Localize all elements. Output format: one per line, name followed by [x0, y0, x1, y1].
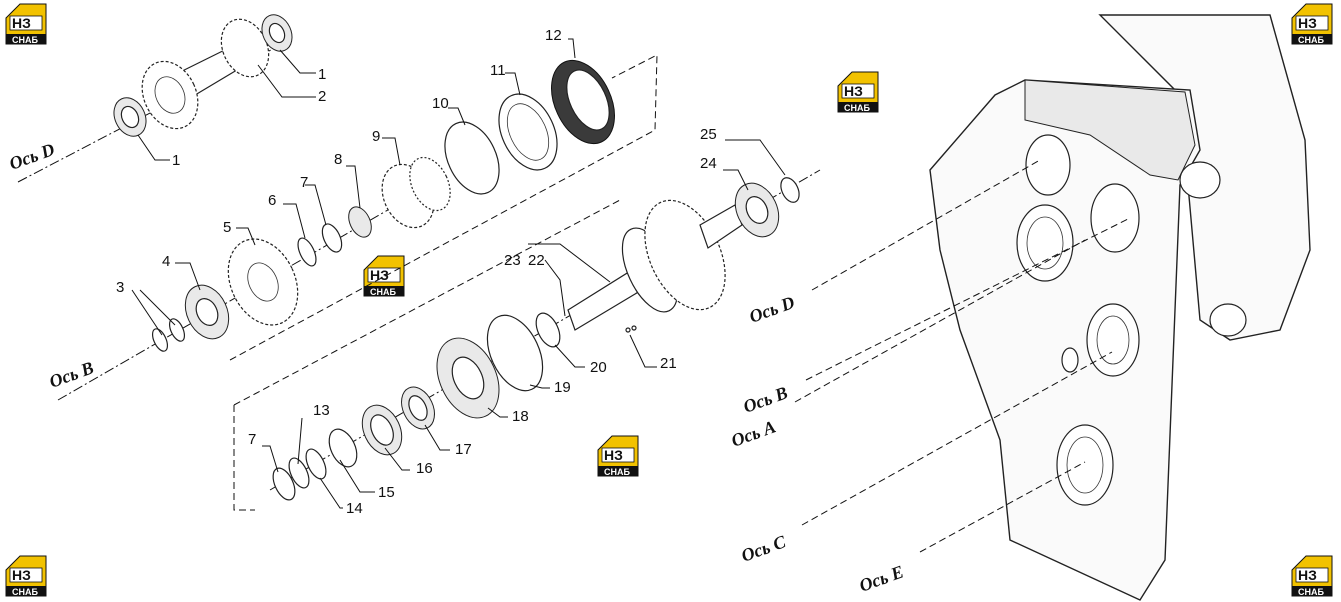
callout-1-top: 1 [318, 66, 326, 83]
callout-13: 13 [313, 402, 330, 419]
logo-sub: СНАБ [604, 467, 630, 477]
callout-4: 4 [162, 253, 170, 270]
callout-23: 23 [504, 252, 521, 269]
axis-e-label-right: Ось E [857, 561, 907, 595]
logo-sub: СНАБ [1298, 587, 1324, 597]
callout-3: 3 [116, 279, 124, 296]
axis-a-label-right: Ось A [729, 416, 779, 450]
callout-7-upper: 7 [300, 174, 308, 191]
callout-25: 25 [700, 126, 717, 143]
callout-18: 18 [512, 408, 529, 425]
logo-bottom-right: НЗ СНАБ [1291, 555, 1333, 597]
logo-mark: НЗ [1298, 567, 1317, 583]
callout-6: 6 [268, 192, 276, 209]
callout-24: 24 [700, 155, 717, 172]
logo-mark: НЗ [370, 267, 389, 283]
axis-b-label-right: Ось B [741, 382, 791, 416]
axis-c-label-right: Ось C [739, 531, 790, 566]
callout-10: 10 [432, 95, 449, 112]
callout-numbers: 1 2 1 3 4 5 6 7 8 9 10 11 12 13 7 14 15 … [116, 27, 717, 517]
logo-top-left: НЗ СНАБ [5, 3, 47, 45]
frame-upper [229, 54, 658, 361]
logo-top-right: НЗ СНАБ [1291, 3, 1333, 45]
callout-19: 19 [554, 379, 571, 396]
logo-mark: НЗ [604, 447, 623, 463]
logo-sub: СНАБ [844, 103, 870, 113]
callout-5: 5 [223, 219, 231, 236]
axis-d-label-left: Ось D [7, 139, 58, 174]
axis-e-line [919, 461, 1086, 553]
axis-b-label-left: Ось B [47, 357, 97, 391]
callout-22: 22 [528, 252, 545, 269]
callout-21: 21 [660, 355, 677, 372]
logo-mid-bottom: НЗ СНАБ [597, 435, 639, 477]
callout-12: 12 [545, 27, 562, 44]
axis-d-assembly [17, 14, 293, 183]
housing-cover [929, 14, 1311, 601]
axis-d-label-right: Ось D [747, 292, 798, 327]
callout-8: 8 [334, 151, 342, 168]
callout-16: 16 [416, 460, 433, 477]
callout-20: 20 [590, 359, 607, 376]
logo-mark: НЗ [12, 15, 31, 31]
logo-mark: НЗ [12, 567, 31, 583]
callout-14: 14 [346, 500, 363, 517]
leader-lines [131, 38, 786, 509]
logo-mid-left: НЗ СНАБ [363, 255, 405, 297]
callout-1-bottom: 1 [172, 152, 180, 169]
lower-assembly [269, 169, 821, 501]
logo-sub: СНАБ [370, 287, 396, 297]
callout-9: 9 [372, 128, 380, 145]
frame-lower [233, 405, 255, 511]
axis-a-line [794, 239, 1086, 403]
callout-17: 17 [455, 441, 472, 458]
logo-mark: НЗ [844, 83, 863, 99]
axis-b-assembly [57, 59, 615, 401]
logo-sub: СНАБ [12, 35, 38, 45]
callout-7-lower: 7 [248, 431, 256, 448]
logo-bottom-left: НЗ СНАБ [5, 555, 47, 597]
callout-11: 11 [490, 62, 506, 79]
logo-mark: НЗ [1298, 15, 1317, 31]
logo-sub: СНАБ [12, 587, 38, 597]
logo-mid-top: НЗ СНАБ [837, 71, 879, 113]
callout-2: 2 [318, 88, 326, 105]
callout-15: 15 [378, 484, 395, 501]
axis-c-line [801, 351, 1113, 526]
logo-sub: СНАБ [1298, 35, 1324, 45]
